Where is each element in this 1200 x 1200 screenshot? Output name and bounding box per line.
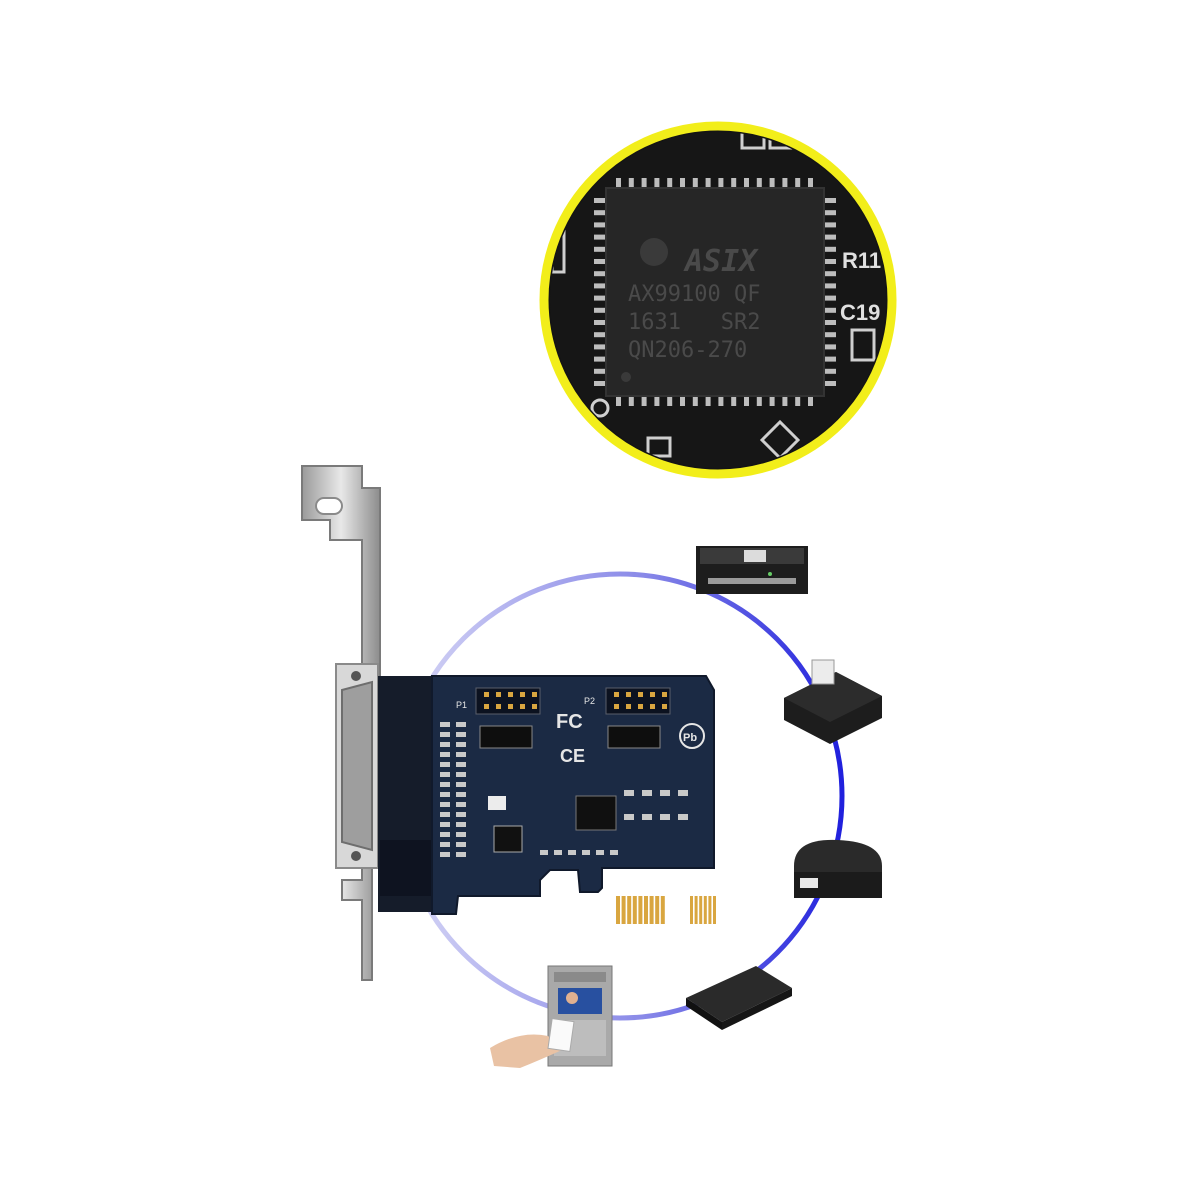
access-control-terminal-icon (490, 965, 613, 1068)
ax99100-chip: ASIX AX99100 QF 1631 SR2 QN206-270 (594, 178, 836, 406)
chip-line-2: 1631 SR2 (628, 310, 760, 335)
pcie-parallel-card: P1 P2 FC CE Pb (431, 675, 716, 924)
chip-line-1: AX99100 QF (628, 282, 760, 307)
silk-p1: P1 (456, 700, 467, 710)
receipt-printer-icon (784, 659, 882, 744)
label-printer-icon (794, 839, 882, 898)
chip-brand: ASIX (683, 244, 759, 279)
card-reader-icon (686, 966, 792, 1030)
metal-bracket (301, 465, 434, 981)
asix-logo-icon (640, 238, 668, 266)
flatbed-printer-icon (696, 546, 808, 594)
silk-p2: P2 (584, 696, 595, 706)
ce-logo: CE (560, 746, 585, 766)
gold-fingers (616, 896, 716, 924)
pb-free-logo: Pb (683, 732, 697, 744)
main-chip (575, 795, 617, 831)
db25-connector (335, 663, 379, 869)
chip-line-3: QN206-270 (628, 338, 747, 363)
zoom-ring (539, 121, 897, 479)
label-c19: C19 (840, 300, 880, 325)
fcc-logo: FC (556, 711, 583, 733)
label-r11: R11 (842, 248, 881, 273)
zoom-circle: ASIX AX99100 QF 1631 SR2 QN206-270 R11 C… (539, 121, 897, 479)
